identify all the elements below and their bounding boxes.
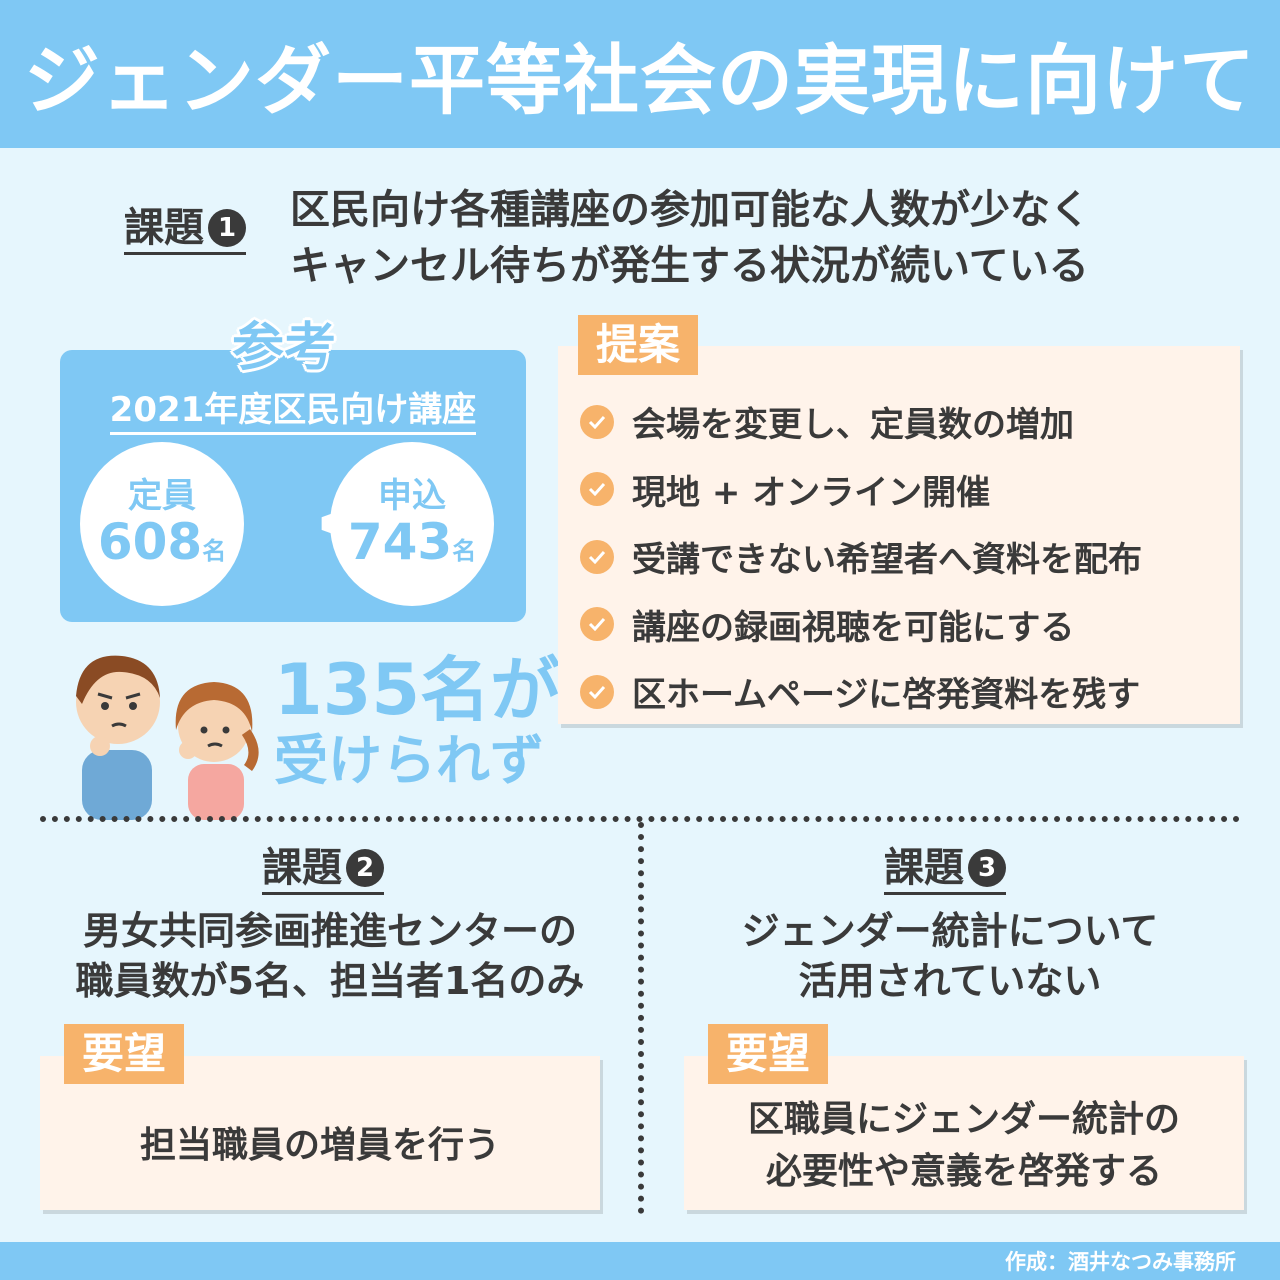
applications-circle: 申込 743名 bbox=[330, 442, 494, 606]
issue1-label-text: 課題 bbox=[124, 205, 204, 251]
issue3-label-text: 課題 bbox=[884, 845, 964, 891]
issue2-text: 男女共同参画推進センターの 職員数が5名、担当者1名のみ bbox=[40, 906, 620, 1006]
check-circle-icon bbox=[580, 472, 614, 507]
shortfall-line2: 受けられず bbox=[274, 729, 544, 792]
issue3-request-text: 区職員にジェンダー統計の 必要性や意義を啓発する bbox=[684, 1094, 1244, 1198]
proposal-item: 受講できない希望者へ資料を配布 bbox=[580, 523, 1142, 591]
horizontal-divider bbox=[40, 816, 1240, 822]
check-circle-icon bbox=[580, 607, 614, 642]
header-banner: ジェンダー平等社会の実現に向けて bbox=[0, 0, 1280, 148]
issue3-request-tag: 要望 bbox=[708, 1024, 829, 1084]
issue2-request-tag: 要望 bbox=[64, 1024, 185, 1084]
reference-title: 参考 bbox=[232, 318, 337, 378]
proposal-item: 現地 + オンライン開催 bbox=[580, 456, 1142, 524]
footer-bar: 作成：酒井なつみ事務所 bbox=[0, 1242, 1280, 1280]
issue1-label: 課題 1 bbox=[124, 206, 246, 255]
proposal-item-text: 受講できない希望者へ資料を配布 bbox=[632, 540, 1142, 581]
issue3-text-line1: ジェンダー統計について bbox=[741, 909, 1159, 953]
capacity-circle: 定員 608名 bbox=[80, 442, 244, 606]
reference-subtitle: 2021年度区民向け講座 bbox=[60, 382, 526, 435]
issue1-text-line1: 区民向け各種講座の参加可能な人数が少なく bbox=[290, 187, 1090, 233]
issue2-number: 2 bbox=[346, 849, 384, 887]
proposal-panel bbox=[558, 346, 1240, 724]
issue2-request-text: 担当職員の増員を行う bbox=[139, 1125, 500, 1166]
reference-subtitle-text: 2021年度区民向け講座 bbox=[109, 390, 477, 435]
shortfall-callout: 135名が 受けられず bbox=[274, 652, 560, 794]
proposal-item-text: 講座の録画視聴を可能にする bbox=[632, 607, 1075, 648]
issue2-label: 課題 2 bbox=[262, 846, 384, 895]
issue3-text: ジェンダー統計について 活用されていない bbox=[660, 906, 1240, 1006]
proposal-item-text: 会場を変更し、定員数の増加 bbox=[632, 405, 1074, 446]
vertical-divider bbox=[638, 822, 644, 1214]
shortfall-line1: 135名が bbox=[274, 649, 561, 731]
proposal-item: 区ホームページに啓発資料を残す bbox=[580, 658, 1142, 726]
proposal-item: 会場を変更し、定員数の増加 bbox=[580, 388, 1142, 456]
footer-credit: 作成：酒井なつみ事務所 bbox=[1005, 1250, 1236, 1274]
issue1-number: 1 bbox=[208, 209, 246, 247]
issue1-text-line2: キャンセル待ちが発生する状況が続いている bbox=[290, 243, 1089, 289]
issue2-text-line2: 職員数が5名、担当者1名のみ bbox=[75, 959, 585, 1003]
proposal-item-text: 現地 + オンライン開催 bbox=[632, 472, 991, 513]
page-title: ジェンダー平等社会の実現に向けて bbox=[24, 36, 1256, 125]
issue2-text-line1: 男女共同参画推進センターの bbox=[82, 909, 577, 953]
capacity-label: 定員 bbox=[128, 475, 196, 516]
check-circle-icon bbox=[580, 404, 614, 439]
proposal-tag: 提案 bbox=[578, 315, 699, 375]
applications-label: 申込 bbox=[378, 475, 446, 516]
proposal-list: 会場を変更し、定員数の増加 現地 + オンライン開催 受講できない希望者へ資料を… bbox=[580, 388, 1142, 726]
issue1-text: 区民向け各種講座の参加可能な人数が少なく キャンセル待ちが発生する状況が続いてい… bbox=[290, 182, 1090, 294]
issue3-text-line2: 活用されていない bbox=[798, 959, 1102, 1003]
issue3-number: 3 bbox=[968, 849, 1006, 887]
worried-people-illustration bbox=[76, 655, 259, 820]
issue3-label: 課題 3 bbox=[884, 846, 1006, 895]
issue3-request-line1: 区職員にジェンダー統計の bbox=[747, 1099, 1180, 1140]
check-circle-icon bbox=[580, 674, 614, 709]
applications-value: 743 bbox=[347, 513, 453, 572]
issue2-label-text: 課題 bbox=[262, 845, 342, 891]
capacity-unit: 名 bbox=[202, 537, 227, 566]
issue3-request-line2: 必要性や意義を啓発する bbox=[765, 1151, 1162, 1192]
capacity-value: 608 bbox=[97, 513, 203, 572]
proposal-item-text: 区ホームページに啓発資料を残す bbox=[632, 675, 1141, 716]
check-circle-icon bbox=[580, 539, 614, 574]
applications-unit: 名 bbox=[452, 537, 477, 566]
reference-box: 2021年度区民向け講座 定員 608名 < 申込 743名 bbox=[60, 350, 526, 622]
proposal-item: 講座の録画視聴を可能にする bbox=[580, 591, 1142, 659]
